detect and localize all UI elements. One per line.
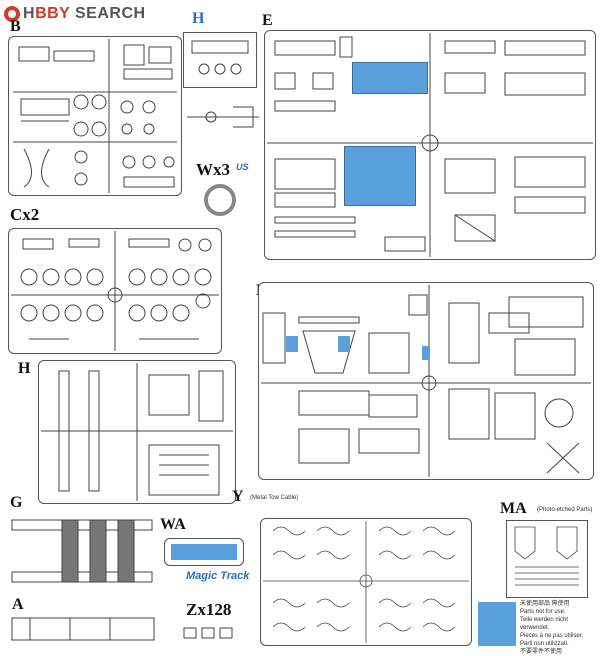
sprue-b	[8, 36, 182, 196]
sprue-h-mid-drawing	[41, 363, 233, 501]
highlight-part-e1	[352, 62, 428, 94]
sprue-label-h-mid: H	[18, 360, 31, 377]
highlight-part-d2	[338, 336, 350, 352]
sprue-h-mid	[38, 360, 236, 504]
logo-text-accent: BBY	[35, 5, 71, 22]
logo-text-rest: SEARCH	[70, 5, 146, 22]
parts-not-for-use-swatch	[478, 602, 516, 646]
us-badge-icon: US	[236, 162, 249, 172]
parts-not-for-use-note: 未使用部品 無使用 Parts not for use. Teile werde…	[520, 600, 598, 656]
sprue-label-zx128: Zx128	[186, 600, 232, 619]
note-line-fr: Pieces à ne pas utiliser.	[520, 633, 584, 639]
sprue-e	[264, 30, 596, 260]
sprue-label-b: B	[10, 18, 21, 35]
logo-icon	[4, 6, 20, 22]
sprue-y-note: (Metal Tow Cable)	[250, 495, 299, 501]
site-logo[interactable]: HBBY SEARCH	[4, 4, 146, 24]
note-line-en: Parts not for use.	[520, 609, 566, 615]
sprue-ma-drawing	[514, 526, 579, 586]
sprue-label-cx2: Cx2	[10, 205, 40, 224]
sprue-d-drawing	[261, 285, 591, 477]
sprue-label-g: G	[10, 494, 23, 511]
wheel-ring-icon	[204, 184, 236, 216]
sprue-label-ma: MA	[500, 500, 527, 517]
sprue-label-wa: WA	[160, 516, 186, 533]
sprue-cx2	[8, 228, 222, 354]
sprue-d	[258, 282, 594, 480]
sprue-label-h-top: H	[192, 10, 205, 27]
sprue-a	[10, 610, 156, 648]
sprue-y-drawing	[263, 521, 469, 643]
sprue-h-tow-bar	[183, 92, 263, 142]
magic-track-badge: Magic Track	[186, 570, 250, 582]
highlight-part-e2	[344, 146, 416, 206]
sprue-wa	[164, 538, 244, 566]
sprue-label-wx3: Wx3	[196, 160, 230, 179]
sprue-y	[260, 518, 472, 646]
sprue-h-top	[183, 32, 257, 88]
note-line-it: Parti non utilizzati.	[520, 641, 569, 647]
sprue-cx2-drawing	[11, 231, 219, 351]
sprue-label-a: A	[12, 596, 24, 613]
sprue-g-drawing	[11, 519, 153, 583]
track-link-icon	[180, 624, 240, 644]
sprue-a-drawing	[11, 617, 155, 641]
sprue-ma	[506, 520, 588, 598]
sprue-b-drawing	[13, 39, 177, 193]
sprue-label-e: E	[262, 12, 273, 29]
note-line-zh: 不要零件不使用	[520, 649, 563, 655]
highlight-part-d1	[286, 336, 298, 352]
note-line-de: Teile werden nicht verwendet.	[520, 617, 569, 631]
note-line-ja: 未使用部品 無使用	[520, 601, 570, 607]
sprue-ma-note: (Photo-etched Parts)	[537, 507, 593, 513]
highlight-part-wa	[171, 544, 237, 560]
sprue-g	[10, 516, 154, 586]
sprue-h-top-drawing	[191, 40, 249, 75]
sprue-e-drawing	[267, 33, 593, 257]
highlight-part-d3	[422, 346, 430, 360]
logo-text-main: H	[23, 5, 36, 22]
sprue-label-y: Y	[232, 488, 244, 505]
